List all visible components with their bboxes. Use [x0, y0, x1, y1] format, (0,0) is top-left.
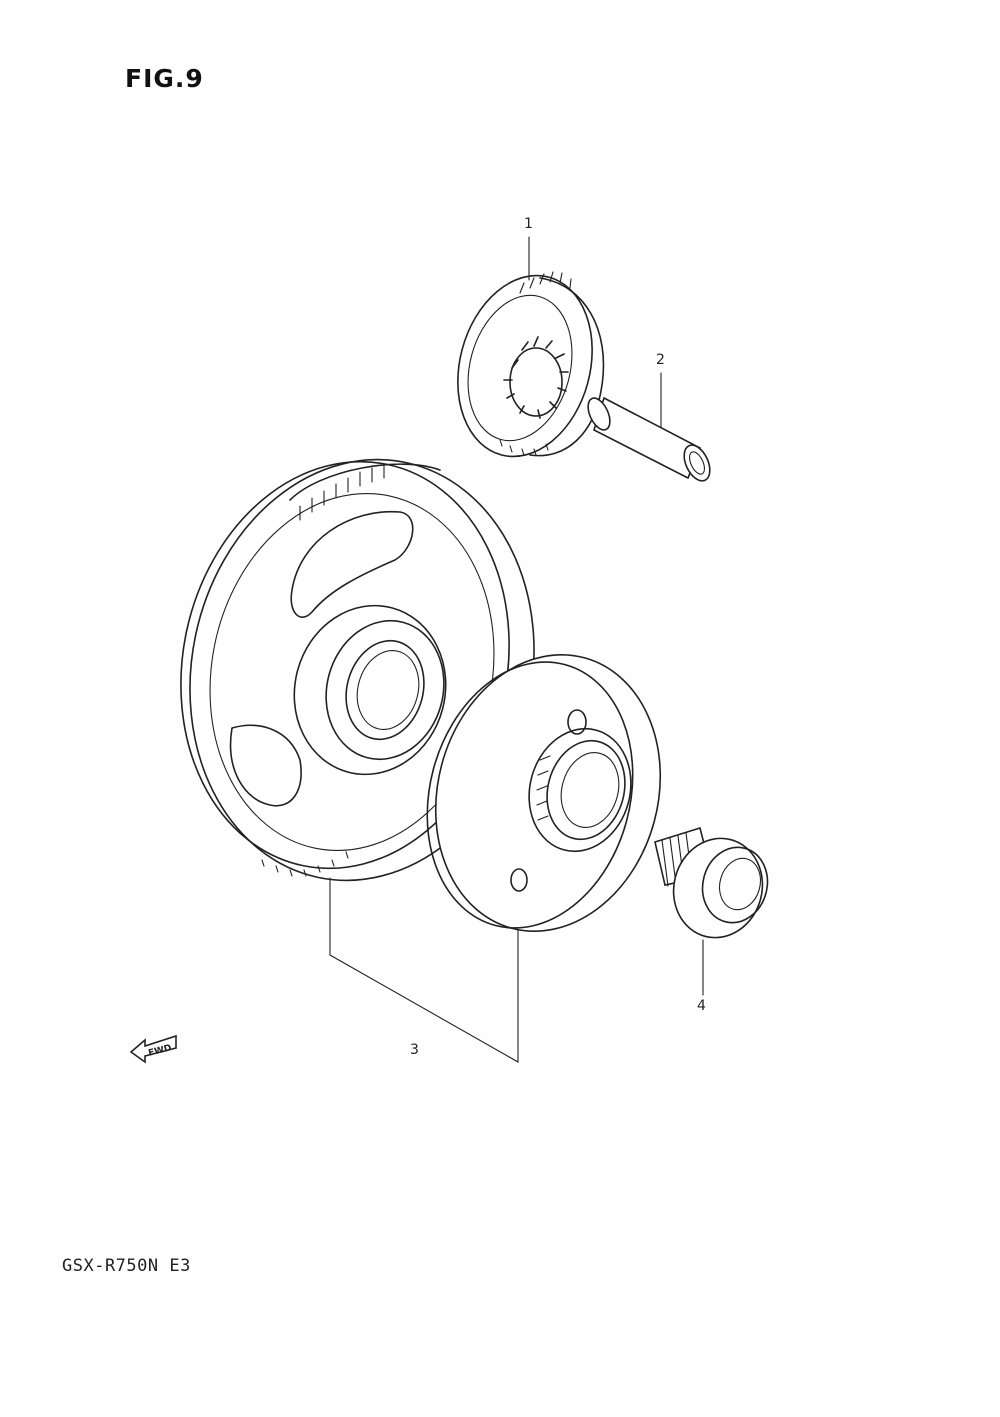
callout-3: 3: [410, 1042, 419, 1058]
callout-1: 1: [524, 216, 533, 232]
part-1-idle-gear: [457, 271, 605, 458]
fwd-arrow-icon: FWD: [129, 1034, 177, 1064]
part-2-shaft: [587, 396, 711, 482]
model-code: GSX-R750N E3: [62, 1256, 191, 1276]
part-3-clutch-housing: [426, 654, 662, 932]
part-4-flange-bolt: [654, 826, 769, 939]
callout-2: 2: [656, 352, 665, 368]
figure-title: FIG.9: [125, 64, 204, 93]
leader-lines: [329, 236, 704, 1063]
callout-4: 4: [697, 998, 706, 1014]
